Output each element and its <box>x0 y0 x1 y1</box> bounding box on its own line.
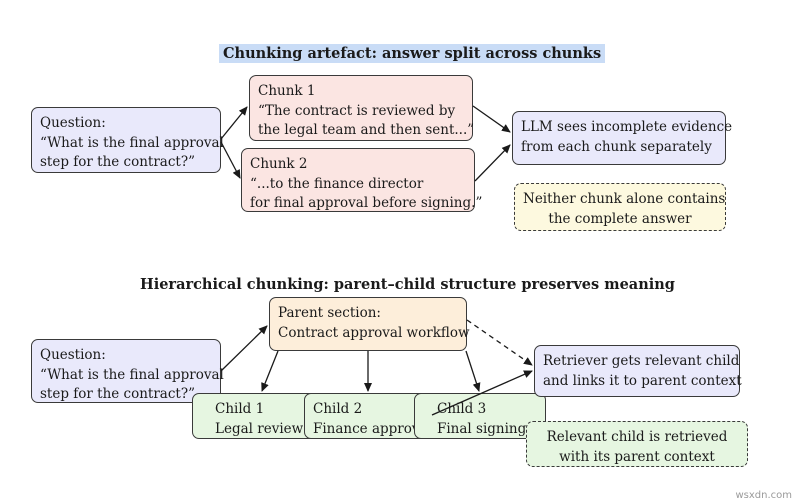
arrow-parent-to-child-1 <box>261 350 279 392</box>
chunk-2-text-line-1: “...to the finance director <box>250 175 424 192</box>
top-note-line-2: the complete answer <box>548 210 692 227</box>
child-1-label: Child 1 <box>215 401 265 417</box>
chunk-1-box: Chunk 1 “The contract is reviewed by the… <box>249 75 475 141</box>
llm-box: LLM sees incomplete evidence from each c… <box>512 111 733 165</box>
chunk-1-label: Chunk 1 <box>258 83 316 99</box>
chunk-1-text-line-1: “The contract is reviewed by <box>258 102 456 119</box>
llm-text-line-1: LLM sees incomplete evidence <box>521 119 733 135</box>
child-1-box: Child 1 Legal review <box>192 393 316 439</box>
child-1-text: Legal review <box>215 420 304 437</box>
retriever-text-line-1: Retriever gets relevant child <box>543 353 740 369</box>
chunk-2-box: Chunk 2 “...to the finance director for … <box>241 148 483 212</box>
arrow-chunk-1-to-llm <box>472 105 511 133</box>
arrow-parent-to-child-3 <box>465 350 481 392</box>
child-2-label: Child 2 <box>313 401 363 417</box>
child-2-text: Finance approv <box>313 420 420 437</box>
question-label: Question: <box>40 115 106 131</box>
child-3-text: Final signing <box>437 420 527 437</box>
arrow-parent-to-retriever-dashed <box>466 319 533 366</box>
bottom-note-box: Relevant child is retrieved with its par… <box>526 421 748 467</box>
top-note-line-1: Neither chunk alone contains <box>523 191 726 207</box>
chunk-2-label: Chunk 2 <box>250 156 308 172</box>
parent-title: Contract approval workflow <box>278 324 470 341</box>
bottom-diagram-title: Hierarchical chunking: parent–child stru… <box>140 276 675 293</box>
top-diagram-title: Chunking artefact: answer split across c… <box>219 44 606 63</box>
child-2-box: Child 2 Finance approv <box>304 393 428 439</box>
arrow-chunk-2-to-llm <box>474 144 511 182</box>
child-3-label: Child 3 <box>437 401 487 417</box>
parent-label: Parent section: <box>278 305 381 321</box>
bottom-question-box: Question: “What is the final approval st… <box>31 339 224 403</box>
top-note-box: Neither chunk alone contains the complet… <box>514 183 726 231</box>
arrow-question-to-parent <box>220 325 268 372</box>
watermark: wsxdn.com <box>735 490 792 501</box>
retriever-text-line-2: and links it to parent context <box>543 372 742 389</box>
bottom-note-line-2: with its parent context <box>559 448 715 465</box>
retriever-box: Retriever gets relevant child and links … <box>534 345 742 397</box>
top-question-box: Question: “What is the final approval st… <box>31 107 224 173</box>
chunk-1-text-line-2: the legal team and then sent...” <box>258 122 475 139</box>
llm-text-line-2: from each chunk separately <box>521 138 712 155</box>
question-text-line-2: step for the contract?” <box>40 386 195 403</box>
parent-section-box: Parent section: Contract approval workfl… <box>269 297 470 351</box>
question-label: Question: <box>40 347 106 363</box>
arrow-question-to-chunk-2 <box>220 141 241 179</box>
bottom-note-line-1: Relevant child is retrieved <box>546 429 728 445</box>
question-text-line-1: “What is the final approval <box>40 366 224 383</box>
arrow-question-to-chunk-1 <box>220 106 248 140</box>
question-text-line-1: “What is the final approval <box>40 134 224 151</box>
chunk-2-text-line-2: for final approval before signing.” <box>250 195 483 212</box>
question-text-line-2: step for the contract?” <box>40 154 195 171</box>
